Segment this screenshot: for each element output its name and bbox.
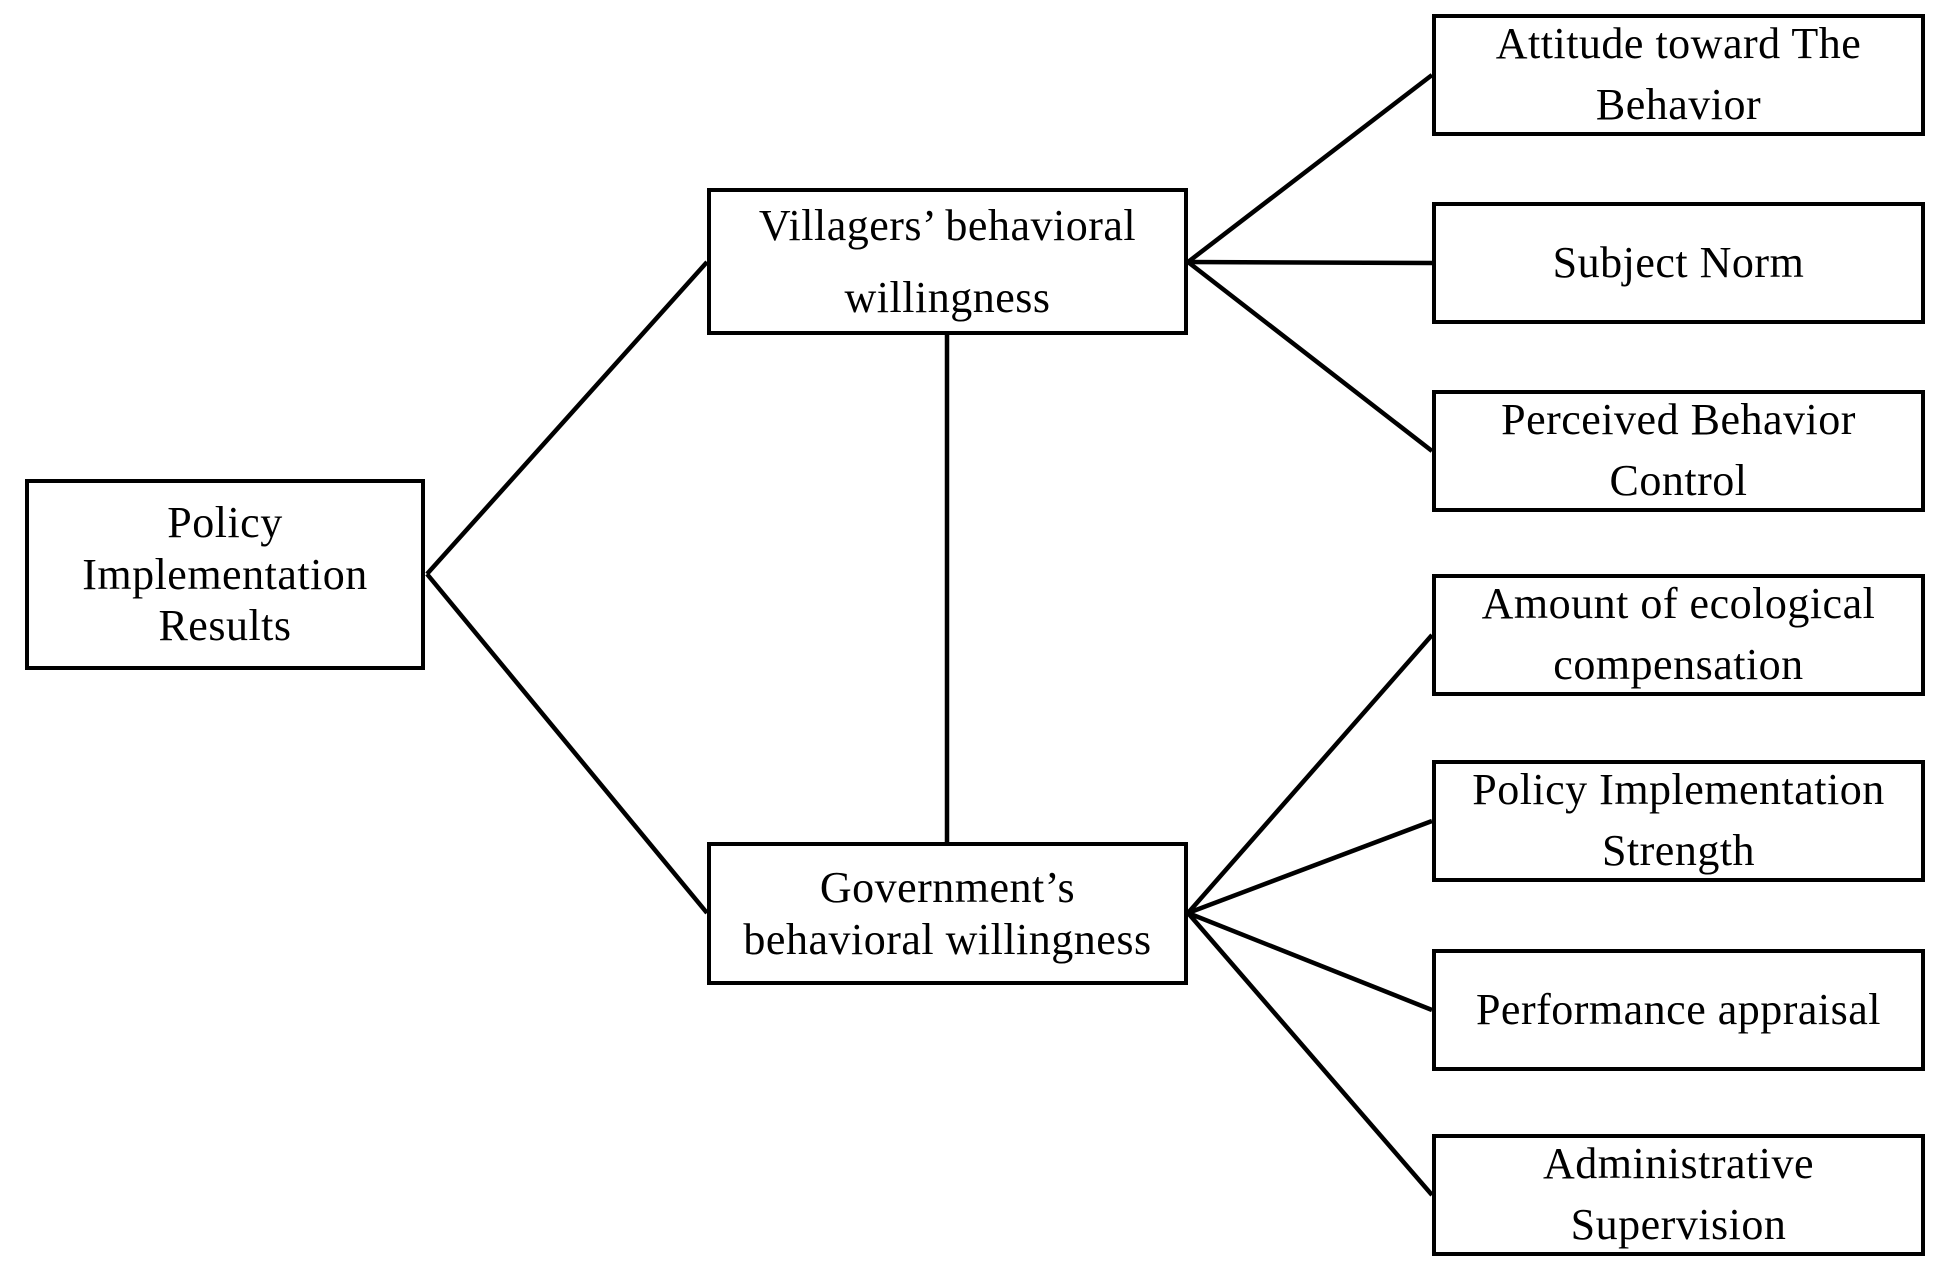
node-subject-norm: Subject Norm	[1432, 202, 1925, 324]
node-perceived-label: Perceived Behavior Control	[1501, 395, 1856, 505]
edge-policy-government	[425, 572, 709, 915]
node-perceived-behavior-control: Perceived Behavior Control	[1432, 390, 1925, 512]
edge-villagers-perceived	[1186, 260, 1434, 453]
node-performance-appraisal: Performance appraisal	[1432, 949, 1925, 1071]
node-administrative-label: Administrative Supervision	[1543, 1139, 1814, 1249]
node-amount-label: Amount of ecological compensation	[1481, 579, 1876, 689]
node-subject-norm-label: Subject Norm	[1552, 237, 1805, 287]
edge-policy-villagers	[425, 260, 709, 576]
node-villagers-label: Villagers’ behavioral willingness	[758, 201, 1137, 322]
node-government-label: Government’s behavioral willingness	[743, 862, 1152, 964]
node-strength-label: Policy Implementation Strength	[1472, 765, 1885, 875]
edge-government-strength	[1187, 818, 1433, 916]
node-performance-label: Performance appraisal	[1475, 984, 1882, 1034]
edge-government-administrative	[1186, 911, 1434, 1197]
node-administrative-supervision: Administrative Supervision	[1432, 1134, 1925, 1256]
edge-government-performance	[1187, 910, 1433, 1013]
node-policy-implementation-results: Policy Implementation Results	[25, 479, 425, 670]
edge-villagers-attitude	[1186, 73, 1434, 264]
edge-government-amount	[1186, 633, 1434, 915]
node-attitude-label: Attitude toward The Behavior	[1495, 19, 1862, 129]
node-policy-label: Policy Implementation Results	[82, 497, 368, 651]
node-attitude-toward-the-behavior: Attitude toward The Behavior	[1432, 14, 1925, 136]
edge-villagers-subject-norm	[1187, 259, 1433, 266]
node-amount-of-ecological-compensation: Amount of ecological compensation	[1432, 574, 1925, 696]
node-policy-implementation-strength: Policy Implementation Strength	[1432, 760, 1925, 882]
node-villagers-behavioral-willingness: Villagers’ behavioral willingness	[707, 188, 1188, 335]
node-government-behavioral-willingness: Government’s behavioral willingness	[707, 842, 1188, 985]
